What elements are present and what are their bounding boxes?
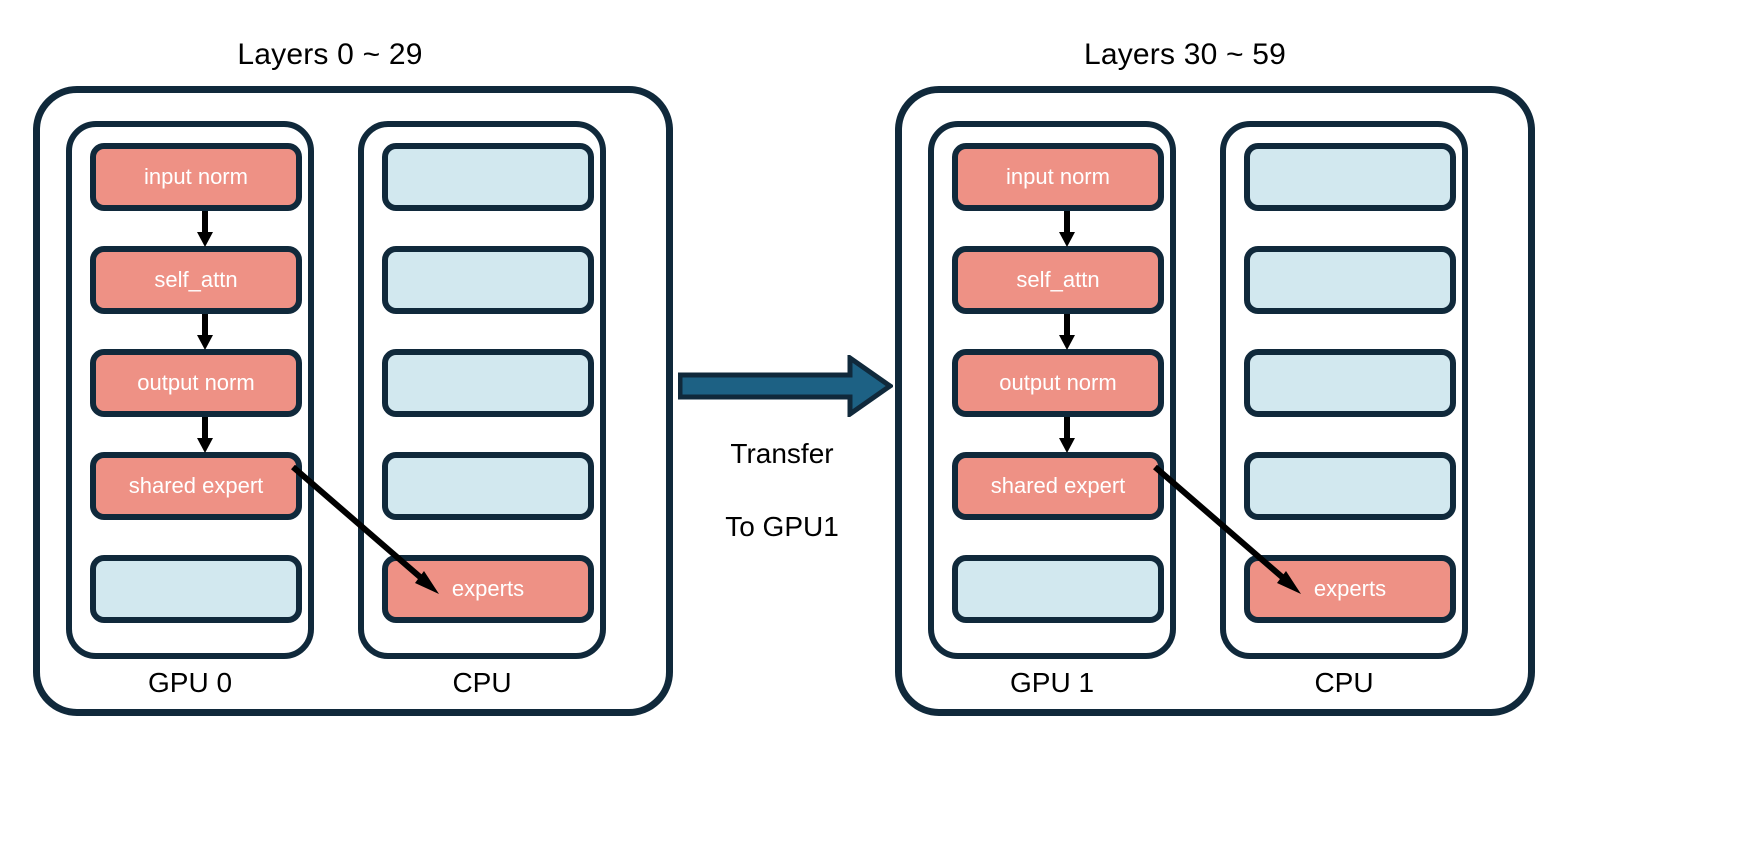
flow-arrow-icon xyxy=(1059,314,1075,350)
transfer-label-line2: To GPU1 xyxy=(725,511,839,543)
block-experts[interactable]: experts xyxy=(1244,555,1456,623)
block-empty-cpu[interactable] xyxy=(1244,246,1456,314)
transfer-label: Transfer To GPU1 xyxy=(672,400,892,546)
block-empty-cpu[interactable] xyxy=(382,246,594,314)
flow-arrow-icon xyxy=(1059,417,1075,453)
block-shared-expert[interactable]: shared expert xyxy=(90,452,302,520)
panel-title-left: Layers 0 ~ 29 xyxy=(237,38,423,71)
block-shared-expert[interactable]: shared expert xyxy=(952,452,1164,520)
device-container-left: input norm self_attn output norm shared … xyxy=(33,86,673,716)
block-empty-cpu[interactable] xyxy=(382,143,594,211)
cpu-label-right: CPU xyxy=(1314,667,1374,698)
block-self-attn[interactable]: self_attn xyxy=(90,246,302,314)
transfer-label-line1: Transfer xyxy=(730,438,834,470)
block-experts[interactable]: experts xyxy=(382,555,594,623)
gpu-label-left: GPU 0 xyxy=(147,667,233,698)
block-output-norm[interactable]: output norm xyxy=(952,349,1164,417)
cpu-label-left: CPU xyxy=(452,667,512,698)
flow-arrow-icon xyxy=(197,314,213,350)
block-empty-cpu[interactable] xyxy=(382,349,594,417)
gpu-label-right: GPU 1 xyxy=(1009,667,1095,698)
block-empty-cpu[interactable] xyxy=(1244,143,1456,211)
gpu-column-left: input norm self_attn output norm shared … xyxy=(66,121,314,659)
gpu-column-right: input norm self_attn output norm shared … xyxy=(928,121,1176,659)
block-empty-cpu[interactable] xyxy=(1244,452,1456,520)
block-input-norm[interactable]: input norm xyxy=(90,143,302,211)
block-empty-gpu[interactable] xyxy=(952,555,1164,623)
transfer-arrow-icon xyxy=(678,355,893,417)
flow-arrow-icon xyxy=(197,417,213,453)
block-empty-cpu[interactable] xyxy=(1244,349,1456,417)
block-input-norm[interactable]: input norm xyxy=(952,143,1164,211)
block-empty-cpu[interactable] xyxy=(382,452,594,520)
panel-title-right: Layers 30 ~ 59 xyxy=(1083,38,1287,71)
block-self-attn[interactable]: self_attn xyxy=(952,246,1164,314)
cpu-column-left: experts xyxy=(358,121,606,659)
flow-arrow-icon xyxy=(1059,211,1075,247)
flow-arrow-icon xyxy=(197,211,213,247)
block-output-norm[interactable]: output norm xyxy=(90,349,302,417)
block-empty-gpu[interactable] xyxy=(90,555,302,623)
cpu-column-right: experts xyxy=(1220,121,1468,659)
device-container-right: input norm self_attn output norm shared … xyxy=(895,86,1535,716)
